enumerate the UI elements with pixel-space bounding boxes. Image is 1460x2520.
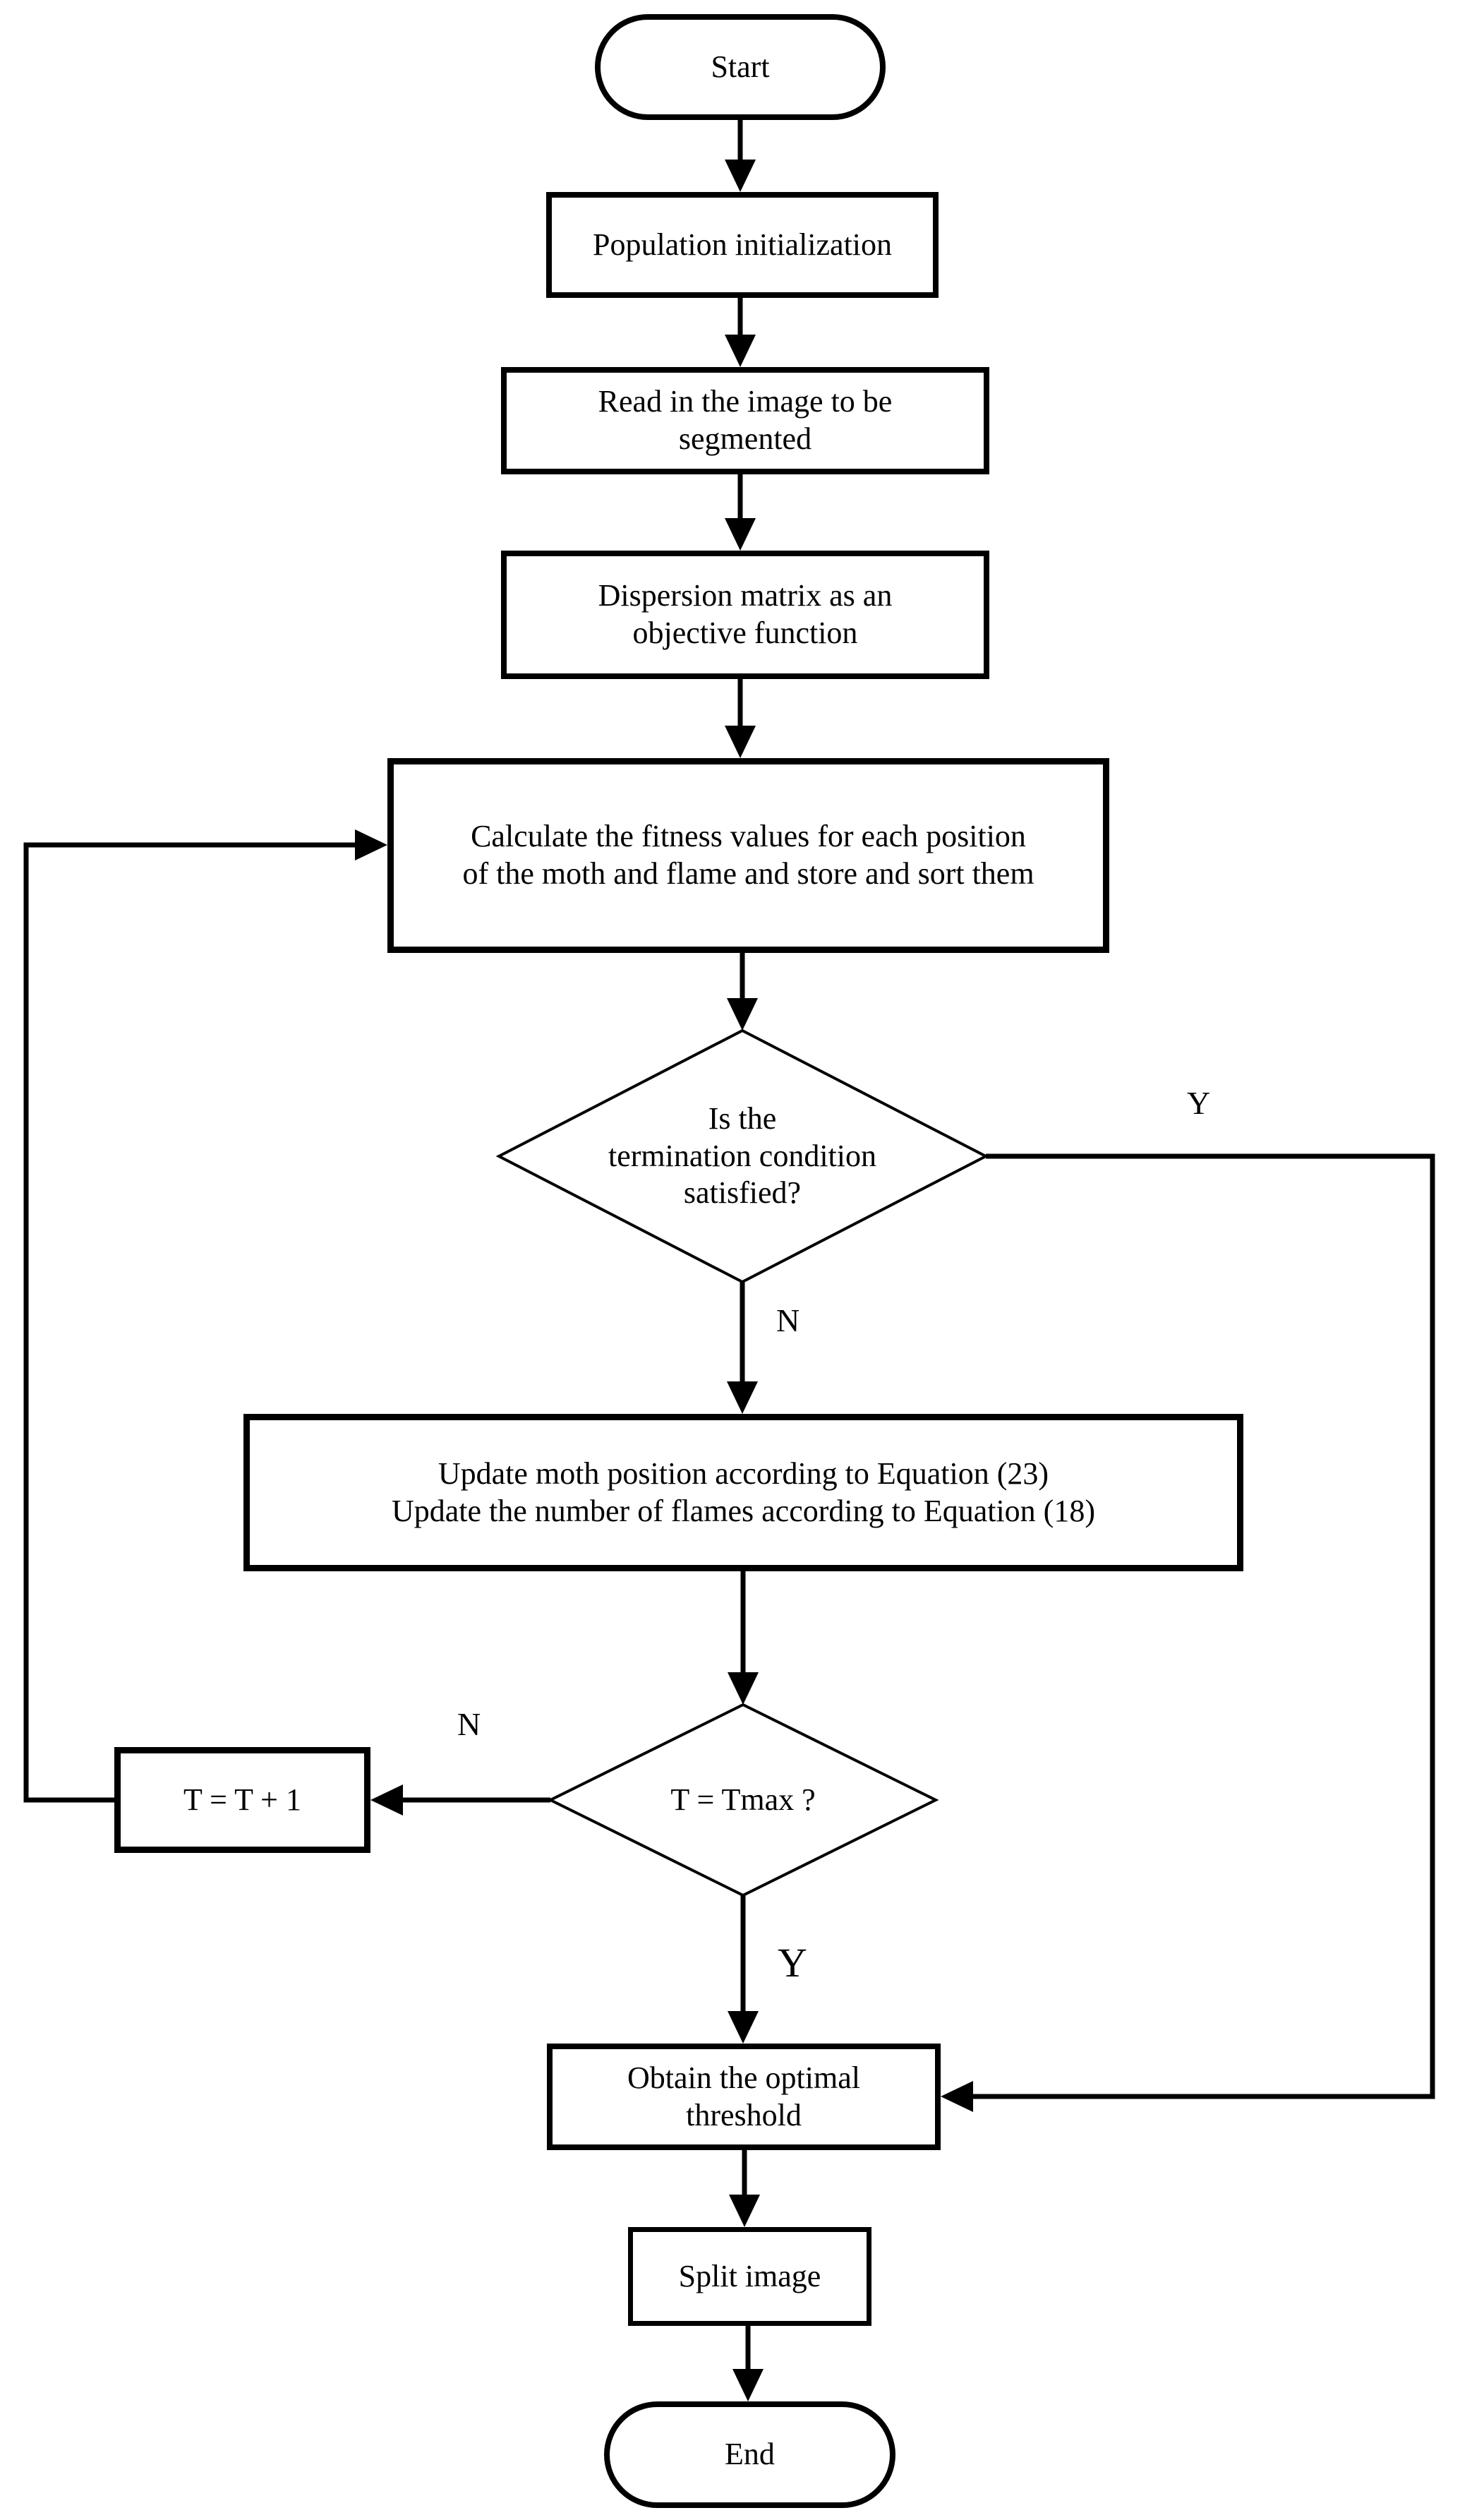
node-update-moth-position: Update moth position according to Equati… bbox=[243, 1414, 1243, 1571]
node-calculate-fitness: Calculate the fitness values for each po… bbox=[387, 758, 1109, 953]
node-start: Start bbox=[595, 14, 886, 120]
loop-edge-increment-to-fitness bbox=[23, 842, 356, 1803]
label-tmax-yes: Y bbox=[778, 1940, 807, 1986]
read-image-label: Read in the image to be segmented bbox=[598, 384, 893, 456]
arrowhead-fitness-loop bbox=[355, 829, 387, 860]
decision-termination-text: Is the termination condition satisfied? bbox=[524, 1045, 961, 1268]
update-label: Update moth position according to Equati… bbox=[391, 1456, 1095, 1528]
fitness-label: Calculate the fitness values for each po… bbox=[462, 819, 1034, 891]
label-termination-yes: Y bbox=[1187, 1085, 1211, 1121]
label-termination-no: N bbox=[776, 1302, 800, 1338]
edge-termination-yes-to-obtain bbox=[973, 1153, 1435, 2099]
arrowhead-increment bbox=[370, 1784, 403, 1816]
arrowhead-termination bbox=[727, 998, 758, 1031]
decision-tmax-text: T = Tmax ? bbox=[574, 1719, 912, 1881]
increment-label: T = T + 1 bbox=[183, 1782, 301, 1817]
tmax-label: T = Tmax ? bbox=[670, 1782, 816, 1817]
arrowhead-split bbox=[729, 2195, 760, 2227]
node-read-image: Read in the image to be segmented bbox=[501, 367, 989, 474]
start-label: Start bbox=[711, 49, 770, 84]
termination-label: Is the termination condition satisfied? bbox=[608, 1100, 877, 1211]
obtain-label: Obtain the optimal threshold bbox=[627, 2060, 860, 2132]
node-dispersion-matrix: Dispersion matrix as an objective functi… bbox=[501, 551, 989, 679]
node-increment-t: T = T + 1 bbox=[114, 1747, 370, 1853]
node-obtain-threshold: Obtain the optimal threshold bbox=[547, 2044, 941, 2150]
node-split-image: Split image bbox=[628, 2227, 871, 2326]
arrowhead-obtain-right bbox=[941, 2081, 973, 2112]
arrowhead-end bbox=[732, 2369, 764, 2401]
end-label: End bbox=[725, 2437, 775, 2472]
arrowhead-read bbox=[725, 335, 756, 367]
label-tmax-no: N bbox=[457, 1706, 481, 1742]
arrowhead-tmax bbox=[728, 1672, 759, 1705]
split-label: Split image bbox=[678, 2258, 821, 2293]
node-end: End bbox=[604, 2401, 895, 2508]
arrowhead-population bbox=[725, 160, 756, 192]
population-label: Population initialization bbox=[592, 227, 893, 262]
arrowhead-dispersion bbox=[725, 518, 756, 551]
node-population-initialization: Population initialization bbox=[546, 192, 939, 298]
arrowhead-fitness bbox=[725, 726, 756, 758]
arrowhead-update bbox=[727, 1381, 758, 1414]
arrowhead-obtain bbox=[728, 2011, 759, 2044]
dispersion-label: Dispersion matrix as an objective functi… bbox=[598, 578, 893, 650]
